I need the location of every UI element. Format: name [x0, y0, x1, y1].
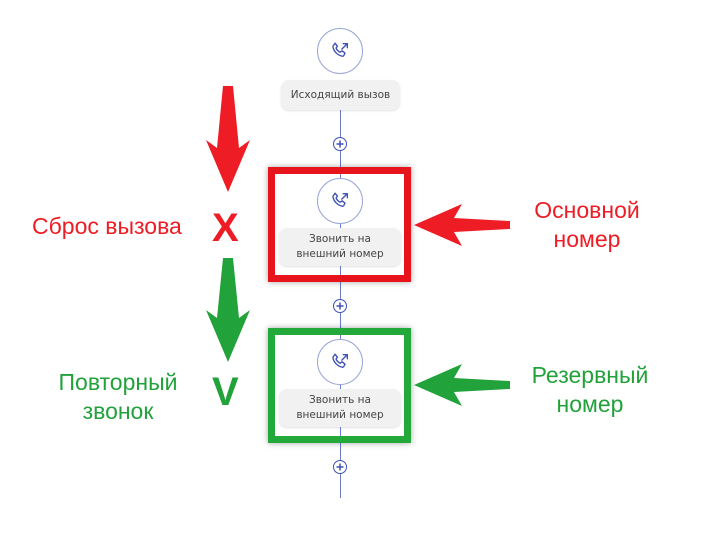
main-number-label-line1: Основной	[534, 197, 640, 223]
drop-mark: X	[212, 206, 239, 250]
backup-number-node-label-line2: внешний номер	[296, 409, 384, 421]
backup-number-label-line2: номер	[556, 391, 624, 417]
plus-icon	[336, 140, 344, 148]
outgoing-call-node-card[interactable]: Исходящий вызов	[281, 80, 400, 110]
backup-number-label-line1: Резервный	[531, 362, 649, 388]
plus-icon	[336, 302, 344, 310]
green-left-arrow	[414, 364, 510, 406]
main-number-highlight-frame	[268, 167, 411, 282]
backup-number-node-card[interactable]: Звонить на внешний номер	[279, 389, 401, 427]
backup-number-highlight-frame	[268, 328, 411, 443]
main-number-node-label-line2: внешний номер	[296, 248, 384, 260]
add-step-button[interactable]	[333, 137, 347, 151]
outgoing-call-node-label: Исходящий вызов	[290, 88, 391, 101]
flow-connector-line	[340, 86, 341, 498]
red-left-arrow	[414, 204, 510, 246]
retry-mark: V	[212, 370, 239, 414]
main-number-node-icon-circle[interactable]	[317, 178, 363, 224]
add-step-button[interactable]	[333, 460, 347, 474]
drop-call-label: Сброс вызова	[32, 213, 182, 239]
main-number-node-label-line1: Звонить на	[309, 233, 371, 245]
phone-outgoing-icon	[332, 42, 349, 57]
plus-icon	[336, 463, 344, 471]
green-down-arrow	[206, 258, 250, 362]
phone-outgoing-icon	[332, 192, 349, 207]
add-step-button[interactable]	[333, 299, 347, 313]
main-number-label-line2: номер	[553, 226, 621, 252]
phone-outgoing-icon	[332, 353, 349, 368]
retry-label-line2: звонок	[82, 398, 154, 424]
backup-number-node-label-line1: Звонить на	[309, 394, 371, 406]
main-number-node-card[interactable]: Звонить на внешний номер	[279, 228, 401, 266]
retry-label-line1: Повторный	[58, 369, 178, 395]
outgoing-call-node-icon-circle[interactable]	[317, 28, 363, 74]
red-down-arrow	[206, 86, 250, 192]
backup-number-node-icon-circle[interactable]	[317, 339, 363, 385]
